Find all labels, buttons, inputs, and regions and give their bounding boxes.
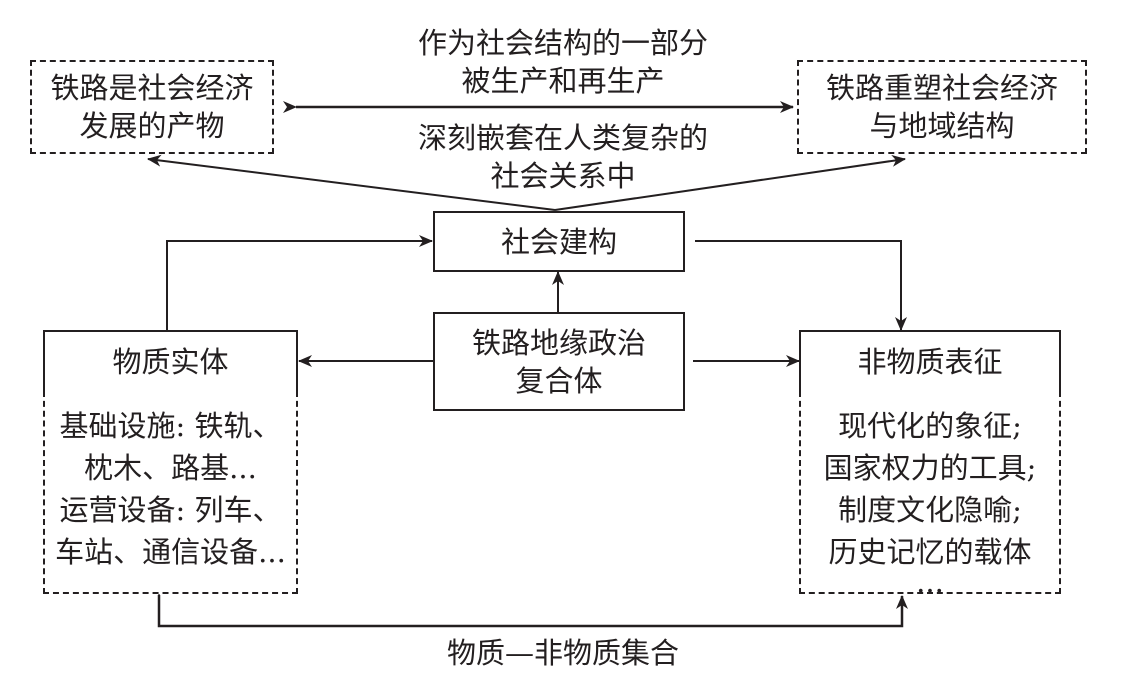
right-top-box: 铁路重塑社会经济 与地域结构 <box>797 60 1087 154</box>
core-box-line-1: 铁路地缘政治 <box>471 325 646 360</box>
nonmaterial-item: 历史记忆的载体 <box>828 535 1032 569</box>
bottom-label: 物质—非物质集合 <box>340 634 786 672</box>
right-top-box-line-2: 与地域结构 <box>869 109 1015 143</box>
nonmaterial-item: ... <box>916 565 944 599</box>
material-box-title-label: 物质实体 <box>112 344 229 379</box>
top-label-lower-line-2: 社会关系中 <box>490 159 636 193</box>
right-top-box-line-1: 铁路重塑社会经济 <box>825 71 1058 105</box>
core-box: 铁路地缘政治 复合体 <box>433 312 685 411</box>
social-construction-box: 社会建构 <box>433 211 685 272</box>
social-construction-label: 社会建构 <box>500 224 617 259</box>
material-box-items: 基础设施: 铁轨、 枕木、路基... 运营设备: 列车、 车站、通信设备... <box>43 391 298 594</box>
nonmaterial-item: 国家权力的工具; <box>823 451 1037 485</box>
top-label-lower: 深刻嵌套在人类复杂的 社会关系中 <box>340 119 786 195</box>
nonmaterial-item: 现代化的象征; <box>838 409 1022 443</box>
left-top-box-line-2: 发展的产物 <box>79 109 225 143</box>
bottom-label-text: 物质—非物质集合 <box>446 636 679 670</box>
nonmaterial-box-title: 非物质表征 <box>799 330 1061 393</box>
nonmaterial-box-title-label: 非物质表征 <box>857 344 1003 379</box>
core-box-line-2: 复合体 <box>515 363 603 398</box>
left-top-box: 铁路是社会经济 发展的产物 <box>30 60 274 154</box>
nonmaterial-box-items: 现代化的象征; 国家权力的工具; 制度文化隐喻; 历史记忆的载体 ... <box>799 391 1061 599</box>
top-label-upper-line-1: 作为社会结构的一部分 <box>417 26 708 60</box>
arrow-material-to-social <box>166 235 433 331</box>
top-label-lower-line-1: 深刻嵌套在人类复杂的 <box>417 121 708 155</box>
arrow-to-left-top-box <box>147 154 556 211</box>
left-top-box-line-1: 铁路是社会经济 <box>50 71 254 105</box>
material-item: 运营设备: 列车、 <box>59 493 282 527</box>
arrow-to-right-top-box <box>554 154 906 211</box>
top-label-upper-line-2: 被生产和再生产 <box>461 64 665 98</box>
material-item: 车站、通信设备... <box>55 535 286 569</box>
arrow-social-to-nonmaterial <box>695 240 907 331</box>
arrow-bottom-bidirectional <box>153 582 908 628</box>
material-item: 基础设施: 铁轨、 <box>59 409 282 443</box>
material-item: 枕木、路基... <box>84 451 257 485</box>
nonmaterial-item: 制度文化隐喻; <box>838 493 1022 527</box>
top-label-upper: 作为社会结构的一部分 被生产和再生产 <box>340 24 786 100</box>
material-box-title: 物质实体 <box>43 330 298 393</box>
